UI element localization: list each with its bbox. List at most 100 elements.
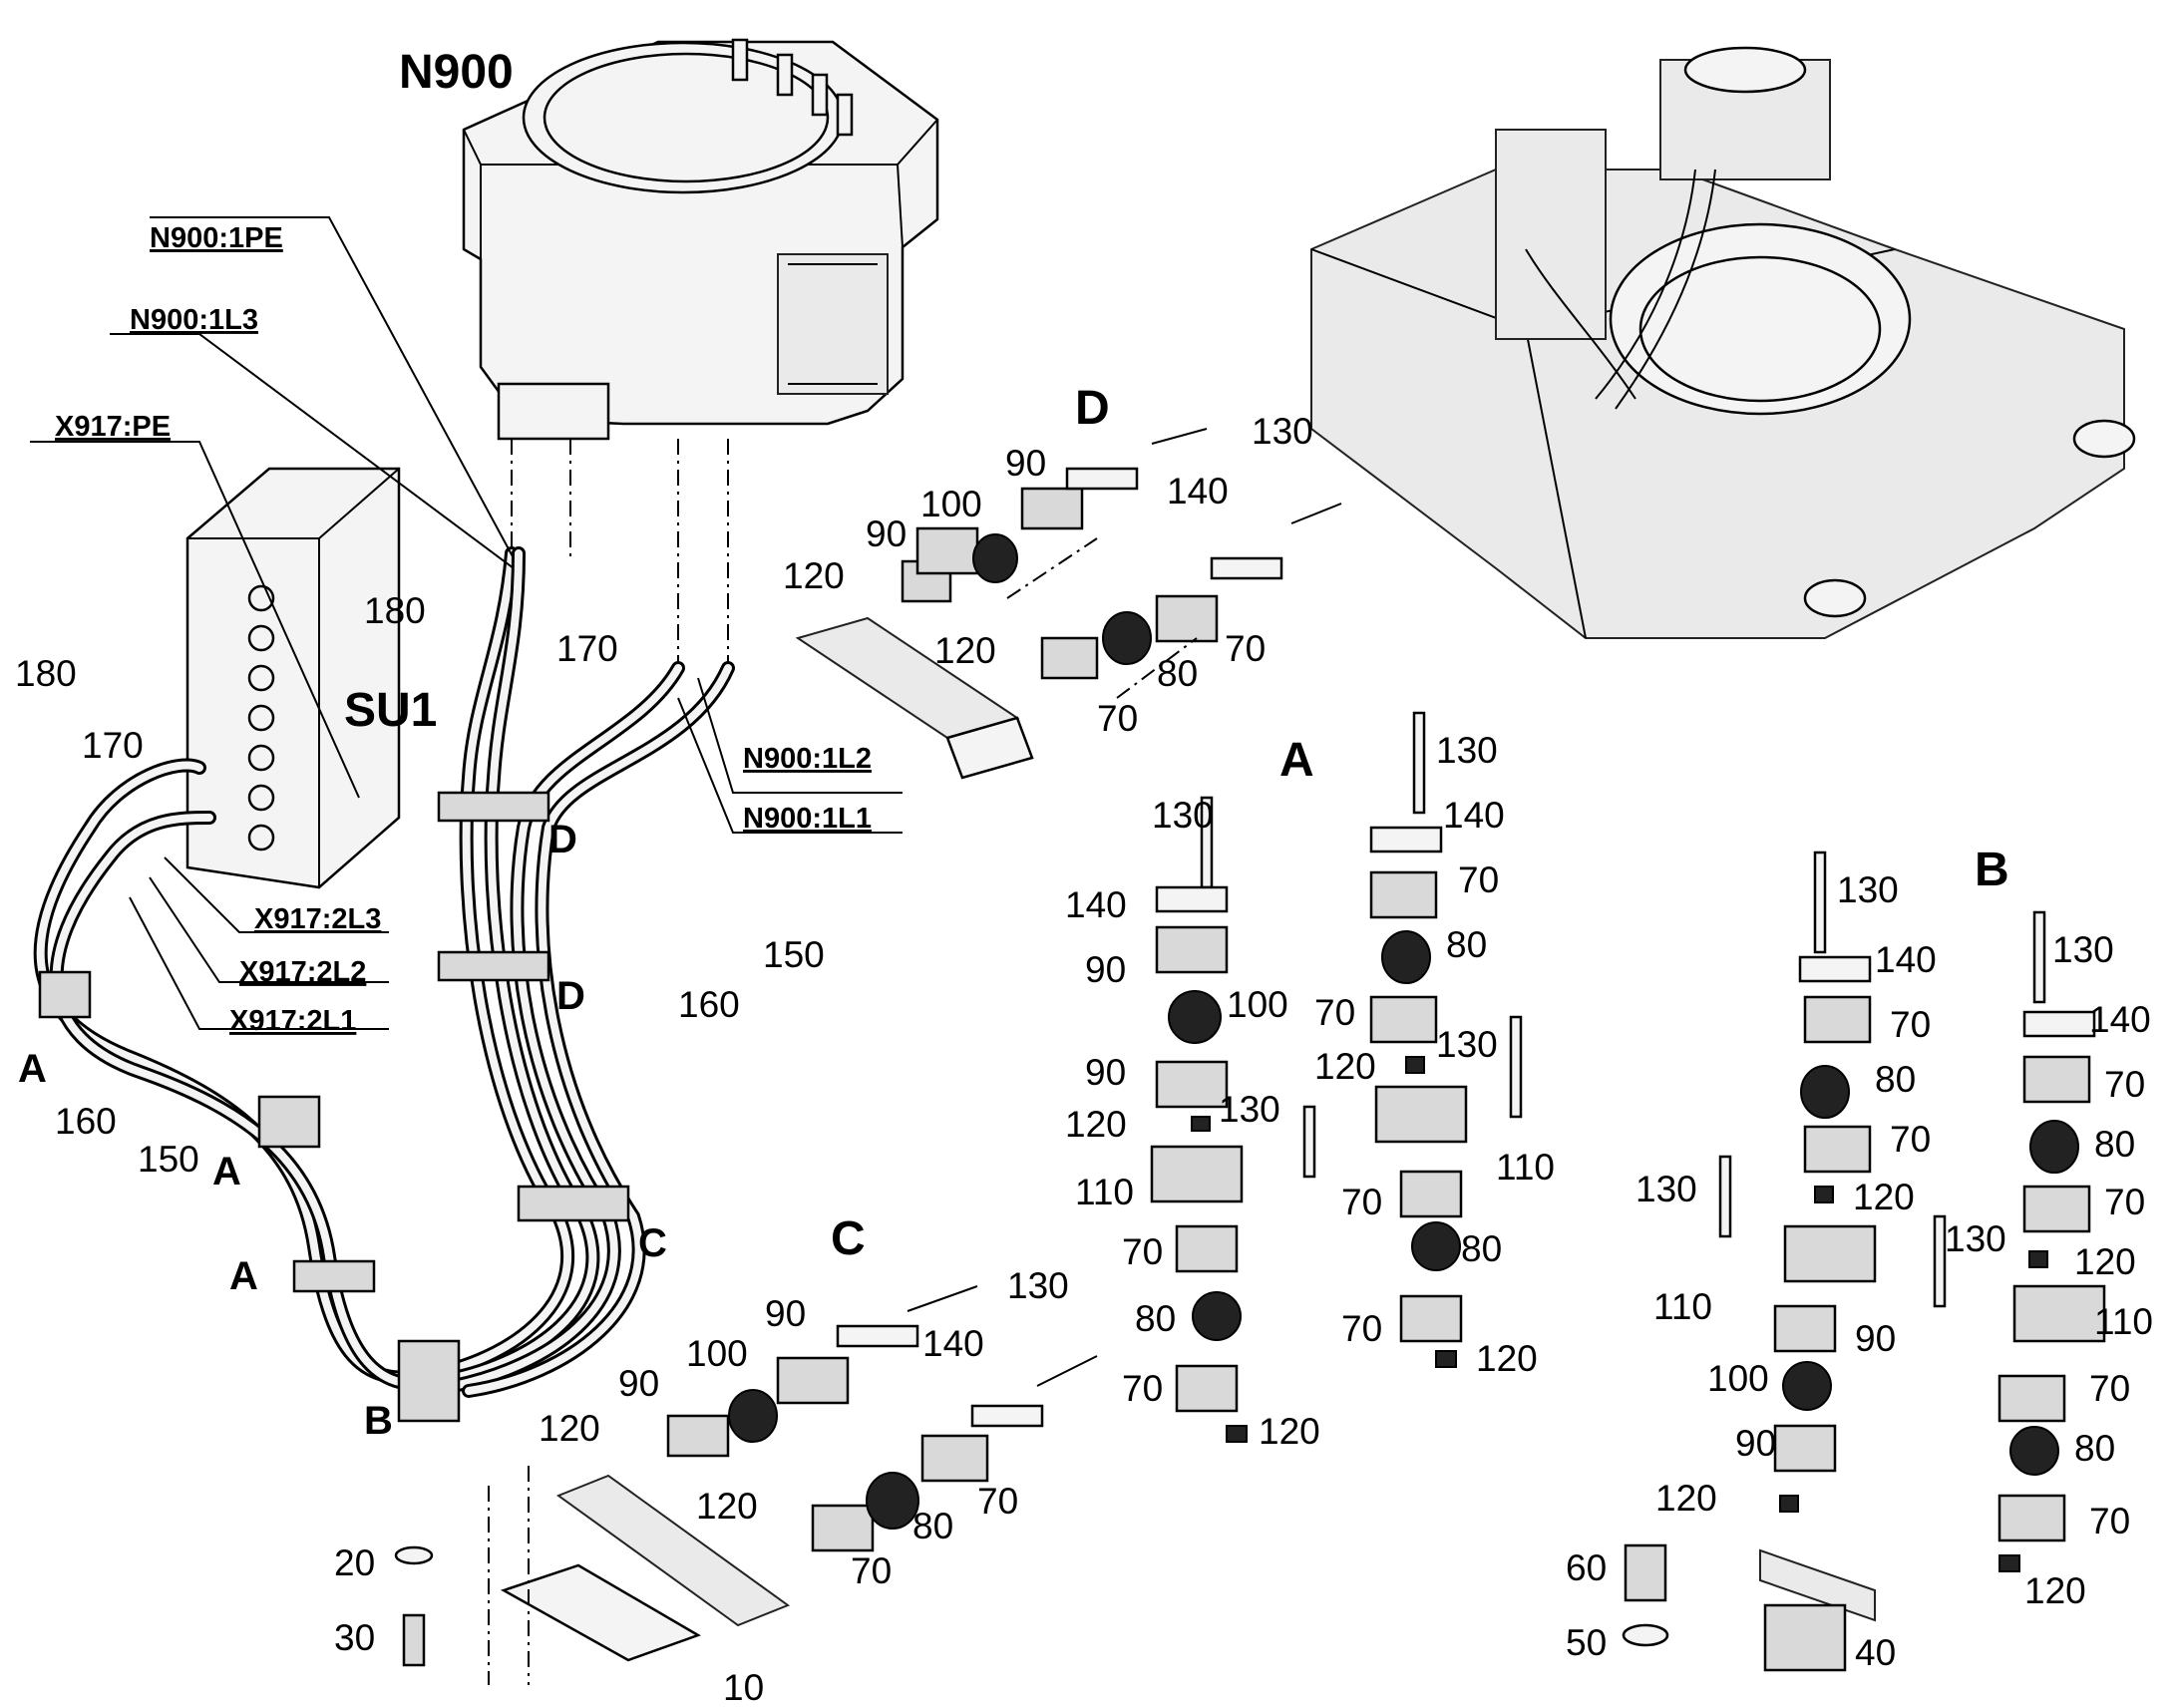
label-a-90b: 90 bbox=[1085, 1052, 1126, 1093]
cable-callouts: 180 170 160 150 180 170 160 150 bbox=[15, 590, 825, 1180]
su1-title: SU1 bbox=[344, 684, 437, 737]
route-marker-b1: B bbox=[364, 1399, 393, 1443]
route-marker-d1: D bbox=[548, 818, 577, 861]
label-c-90b: 90 bbox=[618, 1363, 659, 1404]
ref-n900-1l1: N900:1L1 bbox=[743, 803, 872, 835]
label-b-90b: 90 bbox=[1735, 1423, 1776, 1464]
label-a-130d: 130 bbox=[1436, 1024, 1498, 1065]
label-a-70d: 70 bbox=[1314, 992, 1355, 1033]
label-b-70d: 70 bbox=[2104, 1182, 2145, 1222]
label-a-120a: 120 bbox=[1065, 1104, 1127, 1145]
label-d-130: 130 bbox=[1252, 411, 1313, 452]
label-d-90b: 90 bbox=[866, 513, 907, 554]
detail-a-labels: 130 140 90 100 90 120 130 110 70 80 70 1… bbox=[1065, 730, 1555, 1452]
label-d-80: 80 bbox=[1157, 653, 1198, 694]
detail-title-b: B bbox=[1975, 844, 2009, 896]
label-b-40: 40 bbox=[1855, 1632, 1896, 1673]
label-a-110a: 110 bbox=[1075, 1172, 1134, 1212]
ref-x917-2l2: X917:2L2 bbox=[239, 956, 366, 988]
detail-d-labels: 130 90 140 100 90 120 120 70 80 70 bbox=[783, 411, 1313, 739]
label-b-110a: 110 bbox=[1653, 1286, 1712, 1327]
label-b-140b: 140 bbox=[2089, 999, 2151, 1040]
label-a-120b: 120 bbox=[1259, 1411, 1320, 1452]
label-d-70b: 70 bbox=[1097, 698, 1138, 739]
label-a-130a: 130 bbox=[1152, 795, 1214, 836]
overview-frame bbox=[1310, 46, 2136, 639]
detail-title-d: D bbox=[1075, 382, 1110, 435]
label-a-70f: 70 bbox=[1341, 1308, 1382, 1349]
label-b-120c: 120 bbox=[2074, 1241, 2136, 1282]
label-b-110b: 110 bbox=[2094, 1301, 2153, 1342]
callout-160-left: 160 bbox=[55, 1101, 117, 1142]
label-b-140a: 140 bbox=[1875, 939, 1937, 980]
route-marker-a2: A bbox=[212, 1150, 241, 1194]
detail-a bbox=[1150, 711, 1523, 1443]
detail-d bbox=[795, 428, 1342, 780]
label-c-70a: 70 bbox=[977, 1481, 1018, 1522]
label-a-70c: 70 bbox=[1458, 859, 1499, 900]
callout-170-left: 170 bbox=[82, 725, 144, 766]
label-c-130: 130 bbox=[1007, 1265, 1069, 1306]
label-c-30: 30 bbox=[334, 1617, 375, 1658]
label-c-10: 10 bbox=[723, 1667, 764, 1708]
ref-n900-1l2: N900:1L2 bbox=[743, 743, 872, 775]
detail-title-c: C bbox=[831, 1212, 866, 1265]
ref-n900-1pe: N900:1PE bbox=[150, 222, 283, 254]
label-a-70e: 70 bbox=[1341, 1182, 1382, 1222]
detail-b-labels: 130 140 70 80 70 120 130 110 90 100 90 1… bbox=[1566, 869, 2153, 1673]
detail-b bbox=[1622, 851, 2106, 1672]
detail-titles: A B C D bbox=[831, 382, 2009, 1265]
cable-route bbox=[30, 216, 903, 1423]
label-b-80a: 80 bbox=[1875, 1059, 1916, 1100]
label-b-120d: 120 bbox=[2024, 1570, 2086, 1611]
label-b-130d: 130 bbox=[1945, 1218, 2006, 1259]
label-b-80b: 80 bbox=[2094, 1124, 2135, 1165]
label-b-90a: 90 bbox=[1855, 1318, 1896, 1359]
label-b-50: 50 bbox=[1566, 1622, 1607, 1663]
label-a-120d: 120 bbox=[1476, 1338, 1538, 1379]
label-a-130b: 130 bbox=[1219, 1089, 1280, 1130]
bushing-icons bbox=[731, 38, 854, 137]
label-d-140: 140 bbox=[1167, 471, 1229, 512]
label-a-80c: 80 bbox=[1461, 1228, 1502, 1269]
label-b-120a: 120 bbox=[1853, 1177, 1915, 1217]
label-c-80: 80 bbox=[912, 1506, 953, 1546]
label-b-70b: 70 bbox=[1890, 1119, 1931, 1160]
label-c-120b: 120 bbox=[696, 1486, 758, 1527]
label-a-70a: 70 bbox=[1122, 1231, 1163, 1272]
callout-180-left: 180 bbox=[15, 653, 77, 694]
label-a-110b: 110 bbox=[1496, 1147, 1555, 1188]
label-d-100: 100 bbox=[920, 484, 982, 524]
label-a-140b: 140 bbox=[1443, 795, 1505, 836]
label-a-100: 100 bbox=[1227, 984, 1288, 1025]
label-b-100: 100 bbox=[1707, 1358, 1769, 1399]
n900-title: N900 bbox=[399, 46, 514, 99]
callout-160-mid: 160 bbox=[678, 984, 740, 1025]
ref-x917-2l3: X917:2L3 bbox=[254, 903, 381, 935]
route-marker-a3: A bbox=[229, 1254, 258, 1298]
label-a-80b: 80 bbox=[1446, 924, 1487, 965]
label-b-130b: 130 bbox=[1635, 1169, 1697, 1209]
label-b-120b: 120 bbox=[1655, 1478, 1717, 1519]
label-c-120a: 120 bbox=[539, 1408, 600, 1449]
label-b-130c: 130 bbox=[2052, 929, 2114, 970]
label-d-90a: 90 bbox=[1005, 443, 1046, 484]
route-marker-a1: A bbox=[18, 1047, 47, 1091]
label-c-20: 20 bbox=[334, 1542, 375, 1583]
route-markers: A A A B C D D bbox=[18, 818, 667, 1443]
label-b-80c: 80 bbox=[2074, 1428, 2115, 1469]
label-d-120b: 120 bbox=[934, 630, 996, 671]
label-a-120c: 120 bbox=[1314, 1046, 1376, 1087]
label-c-90a: 90 bbox=[765, 1293, 806, 1334]
route-marker-c1: C bbox=[638, 1221, 667, 1265]
callout-170-mid: 170 bbox=[556, 628, 618, 669]
label-a-70b: 70 bbox=[1122, 1368, 1163, 1409]
label-a-140a: 140 bbox=[1065, 884, 1127, 925]
label-a-90a: 90 bbox=[1085, 949, 1126, 990]
ref-n900-1l3: N900:1L3 bbox=[130, 304, 258, 336]
label-c-100: 100 bbox=[686, 1333, 748, 1374]
detail-title-a: A bbox=[1279, 734, 1314, 787]
label-d-70a: 70 bbox=[1225, 628, 1266, 669]
label-b-70c: 70 bbox=[2104, 1064, 2145, 1105]
